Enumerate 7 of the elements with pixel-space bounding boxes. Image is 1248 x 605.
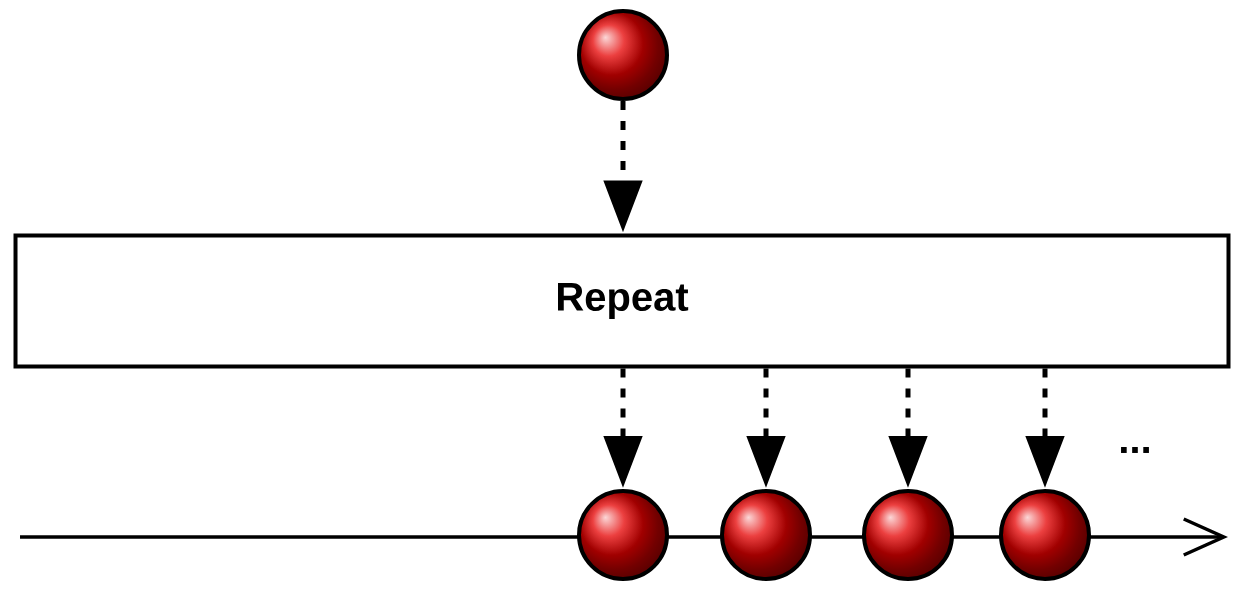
marble (862, 489, 954, 581)
marble (720, 489, 812, 581)
ellipsis: ... (1121, 447, 1149, 453)
marble (999, 489, 1091, 581)
marble (577, 489, 669, 581)
marble (577, 9, 669, 101)
operator-box: Repeat (13, 233, 1231, 369)
